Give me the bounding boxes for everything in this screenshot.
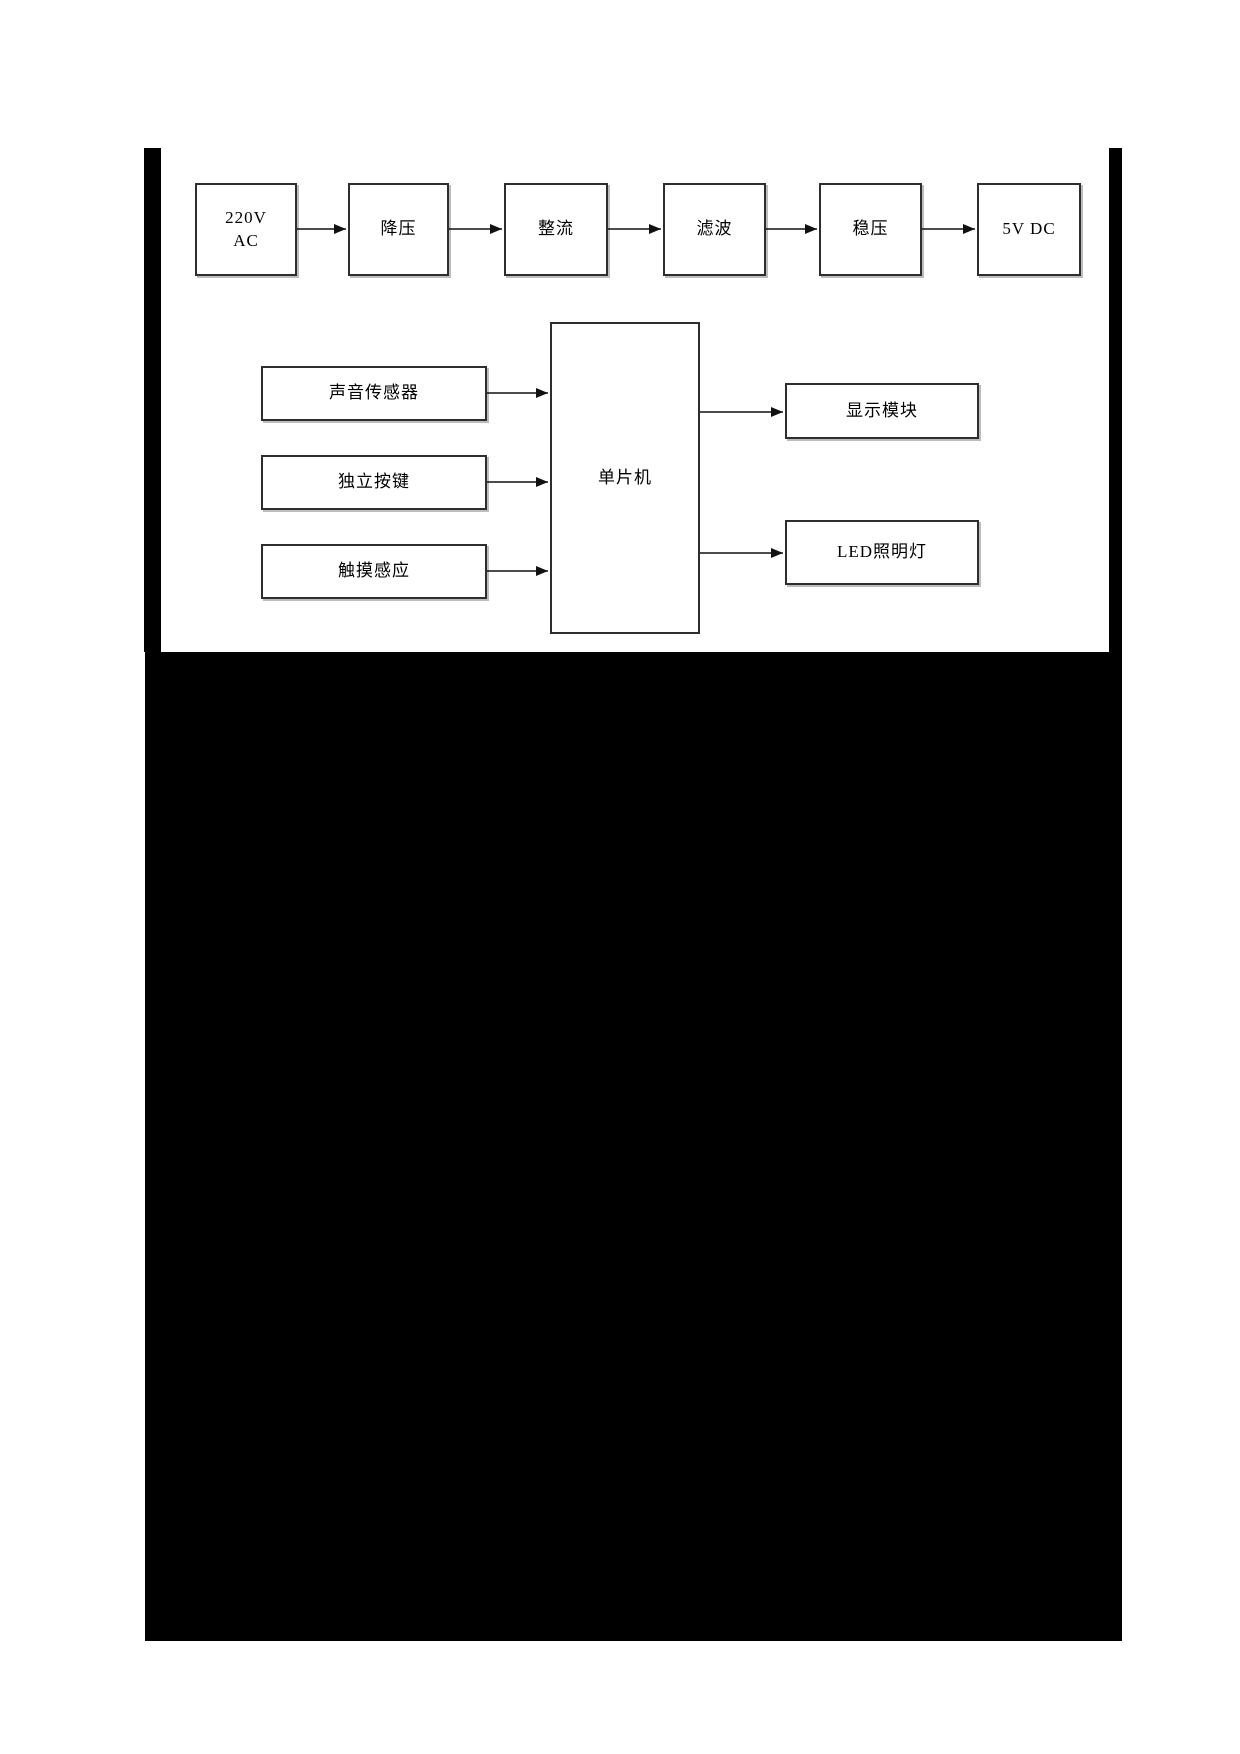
diagram-box-sound-sensor: 声音传感器 bbox=[261, 366, 487, 421]
diagram-box-independent-buttons: 独立按键 bbox=[261, 455, 487, 510]
diagram-box-touch-sensing: 触摸感应 bbox=[261, 544, 487, 599]
figure-right-border-bar bbox=[1109, 148, 1122, 652]
diagram-box-step-down: 降压 bbox=[348, 183, 449, 276]
diagram-box-filter: 滤波 bbox=[663, 183, 766, 276]
diagram-box-led-lamp: LED照明灯 bbox=[785, 520, 979, 585]
figure-left-border-bar bbox=[144, 148, 161, 652]
blacked-out-image-region bbox=[145, 652, 1122, 1641]
diagram-box-5v-dc: 5V DC bbox=[977, 183, 1081, 276]
diagram-box-rectifier: 整流 bbox=[504, 183, 608, 276]
diagram-box-display-module: 显示模块 bbox=[785, 383, 979, 439]
diagram-box-regulator: 稳压 bbox=[819, 183, 922, 276]
diagram-box-mcu: 单片机 bbox=[550, 322, 700, 634]
diagram-box-220v-ac: 220V AC bbox=[195, 183, 297, 276]
